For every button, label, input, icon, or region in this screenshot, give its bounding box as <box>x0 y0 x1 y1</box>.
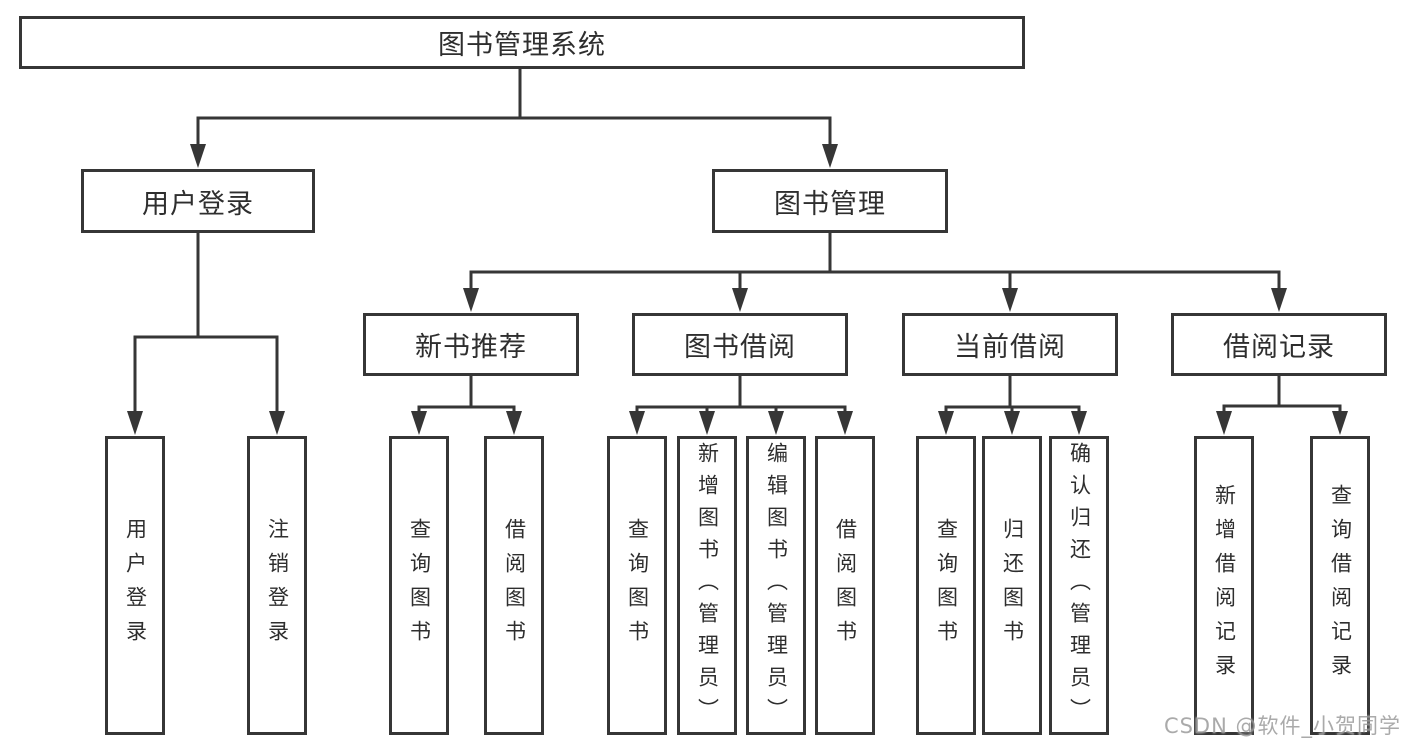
node-current-borrow-label: 当前借阅 <box>954 332 1066 363</box>
node-recommend-query-book-label: 查询图书 <box>407 517 432 654</box>
node-current-confirm-return-admin: 确认归还（管理员） <box>1049 436 1109 735</box>
node-borrow-borrow-book: 借阅图书 <box>815 436 875 735</box>
node-borrow-add-book-admin-label: 新增图书（管理员） <box>695 441 720 730</box>
node-record-add-record: 新增借阅记录 <box>1194 436 1254 735</box>
node-new-book-recommend-label: 新书推荐 <box>415 332 527 363</box>
node-current-confirm-return-admin-label: 确认归还（管理员） <box>1067 441 1092 730</box>
node-current-borrow: 当前借阅 <box>902 313 1118 376</box>
watermark: CSDN @软件_小贺同学 <box>1163 714 1401 738</box>
node-user-login-label: 用户登录 <box>142 188 254 220</box>
node-current-return-book-label: 归还图书 <box>1000 517 1025 654</box>
node-login: 用户登录 <box>105 436 165 735</box>
node-user-login: 用户登录 <box>81 169 315 233</box>
node-current-return-book: 归还图书 <box>982 436 1042 735</box>
node-login-label: 用户登录 <box>123 517 148 654</box>
node-borrow-query-book: 查询图书 <box>607 436 667 735</box>
node-borrow-add-book-admin: 新增图书（管理员） <box>677 436 737 735</box>
node-book-borrow: 图书借阅 <box>632 313 848 376</box>
node-record-query-record-label: 查询借阅记录 <box>1328 483 1353 688</box>
node-recommend-query-book: 查询图书 <box>389 436 449 735</box>
node-new-book-recommend: 新书推荐 <box>363 313 579 376</box>
node-borrow-record: 借阅记录 <box>1171 313 1387 376</box>
node-root-label: 图书管理系统 <box>438 30 606 61</box>
node-borrow-query-book-label: 查询图书 <box>625 517 650 654</box>
node-recommend-borrow-book-label: 借阅图书 <box>502 517 527 654</box>
node-borrow-borrow-book-label: 借阅图书 <box>833 517 858 654</box>
node-borrow-record-label: 借阅记录 <box>1223 332 1335 363</box>
node-book-management-label: 图书管理 <box>774 188 886 220</box>
node-record-query-record: 查询借阅记录 <box>1310 436 1370 735</box>
node-logout-label: 注销登录 <box>265 517 290 654</box>
node-record-add-record-label: 新增借阅记录 <box>1212 483 1237 688</box>
node-book-borrow-label: 图书借阅 <box>684 332 796 363</box>
node-borrow-edit-book-admin: 编辑图书（管理员） <box>746 436 806 735</box>
node-logout: 注销登录 <box>247 436 307 735</box>
node-recommend-borrow-book: 借阅图书 <box>484 436 544 735</box>
node-current-query-book-label: 查询图书 <box>934 517 959 654</box>
node-root: 图书管理系统 <box>19 16 1025 69</box>
node-current-query-book: 查询图书 <box>916 436 976 735</box>
node-book-management: 图书管理 <box>712 169 948 233</box>
node-borrow-edit-book-admin-label: 编辑图书（管理员） <box>764 441 789 730</box>
